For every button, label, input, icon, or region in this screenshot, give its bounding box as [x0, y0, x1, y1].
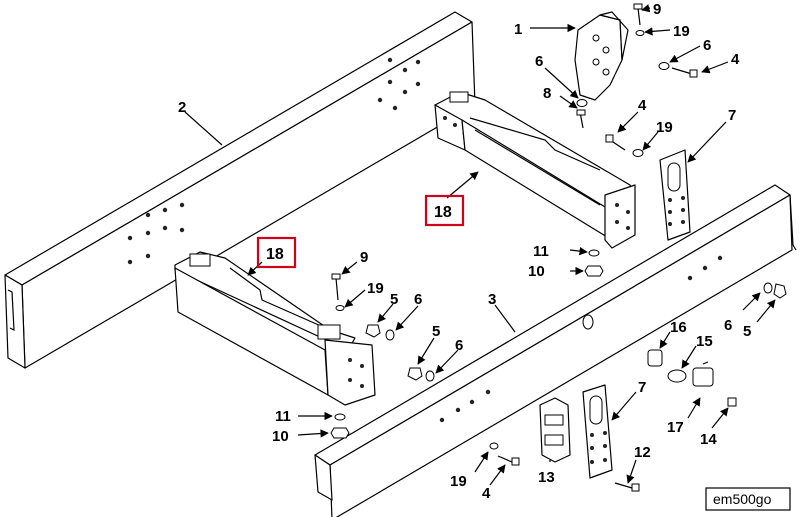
callout-10: 10	[272, 428, 289, 445]
callout-17: 17	[667, 419, 684, 436]
figure-id: em500go	[713, 491, 772, 507]
callout-19: 19	[656, 119, 673, 136]
callout-8: 8	[543, 85, 551, 102]
crossmember-lower	[174, 251, 376, 406]
callout-19: 19	[367, 280, 384, 297]
crossmember-upper	[434, 91, 636, 249]
callout-14: 14	[700, 431, 717, 448]
callout-7: 7	[638, 379, 646, 396]
callout-4: 4	[482, 485, 491, 502]
callout-5: 5	[432, 323, 440, 340]
figure-id-box: em500go	[705, 487, 791, 511]
frame-rail-right	[314, 184, 797, 517]
callout-18-lower: 18	[266, 246, 284, 263]
callout-2: 2	[178, 99, 186, 116]
callout-4: 4	[731, 51, 740, 68]
callout-5: 5	[390, 291, 398, 308]
callout-7: 7	[728, 107, 736, 124]
callout-12: 12	[634, 444, 651, 461]
spacer-block	[539, 397, 571, 463]
callout-6: 6	[703, 37, 711, 54]
highlight-crossmember-upper: 18	[424, 194, 465, 227]
callout-6: 6	[455, 337, 463, 354]
callout-labels: 1 2 3 9 19 6 4 6 8 4 19 7 11 10 6 5 9 19…	[178, 1, 751, 502]
tow-plate-upper	[659, 149, 691, 241]
callout-11: 11	[533, 243, 549, 260]
valve-assembly	[647, 349, 737, 407]
callout-4: 4	[638, 97, 647, 114]
callout-19: 19	[450, 473, 467, 490]
frame-rail-left	[4, 11, 476, 369]
callout-15: 15	[696, 333, 713, 350]
callout-5: 5	[743, 323, 751, 340]
highlight-crossmember-lower: 18	[256, 236, 297, 269]
callout-9: 9	[360, 249, 368, 266]
callout-16: 16	[670, 319, 687, 336]
callout-9: 9	[653, 1, 661, 18]
callout-10: 10	[528, 263, 545, 280]
leader-lines	[184, 4, 776, 486]
callout-1: 1	[514, 21, 522, 38]
callout-13: 13	[538, 469, 555, 486]
callout-6: 6	[724, 317, 732, 334]
callout-6: 6	[535, 53, 543, 70]
mounting-bracket	[574, 11, 629, 101]
callout-18-upper: 18	[434, 204, 452, 221]
tow-plate-lower	[582, 384, 613, 479]
callout-6: 6	[414, 291, 422, 308]
callout-19: 19	[673, 23, 690, 40]
callout-11: 11	[275, 408, 291, 425]
callout-3: 3	[488, 291, 496, 308]
fasteners	[330, 3, 787, 492]
